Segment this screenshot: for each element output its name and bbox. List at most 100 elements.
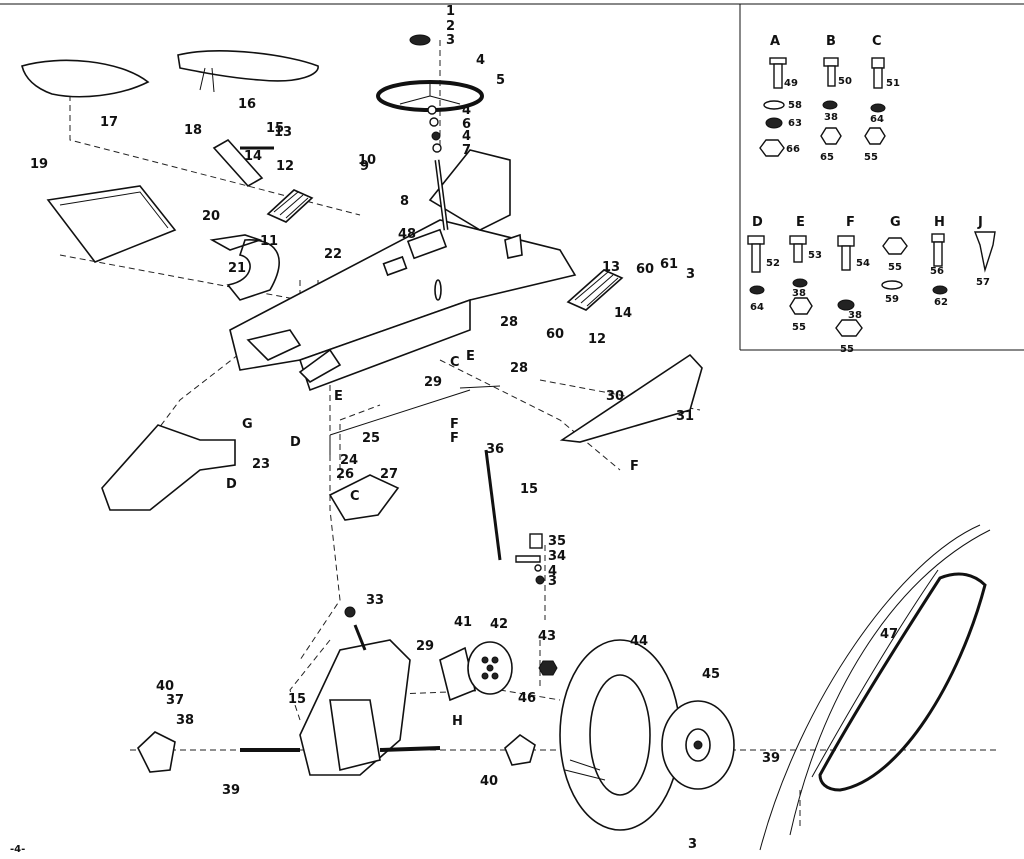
- callout-label: 3: [548, 574, 557, 589]
- hardware-label: C: [872, 34, 882, 49]
- hardware-label: 63: [788, 118, 802, 129]
- hardware-label: 54: [856, 258, 870, 269]
- hardware-label: E: [796, 215, 805, 230]
- wheel-rim-part: [661, 700, 735, 790]
- main-frame-part: [229, 149, 577, 392]
- hardware-label: 64: [870, 114, 884, 125]
- hardware-label: 64: [750, 302, 764, 313]
- callout-label: 40: [480, 774, 498, 789]
- callout-label: 3: [686, 267, 695, 282]
- callout-label: H: [452, 714, 463, 729]
- rod-35-part: [484, 449, 502, 561]
- callout-label: 23: [252, 457, 270, 472]
- hardware-label: J: [977, 215, 983, 230]
- callout-label: 12: [588, 332, 606, 347]
- hardware-label: 55: [888, 262, 902, 273]
- nut-44-part: [538, 660, 558, 676]
- callout-label: C: [350, 489, 360, 504]
- callout-label: 38: [176, 713, 194, 728]
- hardware-label: 66: [786, 144, 800, 155]
- hardware-label: 62: [934, 297, 948, 308]
- callout-label: D: [290, 435, 301, 450]
- callout-label: 10: [358, 153, 376, 168]
- callout-label: E: [466, 349, 475, 364]
- callout-label: 14: [614, 306, 632, 321]
- hub-right-part: [504, 733, 536, 766]
- callout-label: 28: [510, 361, 528, 376]
- callout-label: 2: [446, 19, 455, 34]
- hardware-label: B: [826, 34, 836, 49]
- callout-label: 5: [496, 73, 505, 88]
- callout-label: 18: [184, 123, 202, 138]
- callout-labels: 1234546478489101112131415161718192021282…: [30, 4, 898, 852]
- callout-label: 47: [880, 627, 898, 642]
- callout-label: 17: [100, 115, 118, 130]
- pedal-right-part: [566, 269, 624, 311]
- callout-label: 13: [274, 125, 292, 140]
- hardware-label: A: [770, 34, 780, 49]
- callout-label: 31: [676, 409, 694, 424]
- hardware-label: 50: [838, 76, 852, 87]
- cap-part: [409, 34, 431, 46]
- hardware-label: 49: [784, 78, 798, 89]
- callout-label: 11: [260, 234, 278, 249]
- linkage-rod-part: [329, 385, 501, 436]
- cover-31-part: [559, 353, 703, 443]
- assembly-guide-lines: [59, 40, 1000, 830]
- callout-label: 46: [518, 691, 536, 706]
- pulley-part: [467, 641, 513, 695]
- callout-label: 21: [228, 261, 246, 276]
- callout-label: 4: [462, 103, 471, 118]
- callout-label: 34: [548, 549, 566, 564]
- hardware-label: 53: [808, 250, 822, 261]
- callout-label: 61: [660, 257, 678, 272]
- callout-label: 41: [454, 615, 472, 630]
- hardware-label: F: [846, 215, 855, 230]
- seat-spring-part: [177, 50, 319, 82]
- callout-label: 12: [276, 159, 294, 174]
- hardware-label: 52: [766, 258, 780, 269]
- callout-label: 28: [500, 315, 518, 330]
- callout-label: 15: [266, 121, 284, 136]
- hardware-label: 38: [848, 310, 862, 321]
- hardware-label: 38: [824, 112, 838, 123]
- rear-body-part: [101, 424, 236, 511]
- callout-label: 48: [398, 227, 416, 242]
- callout-label: 4: [548, 564, 557, 579]
- callout-label: G: [242, 417, 253, 432]
- callout-label: 40: [156, 679, 174, 694]
- callout-label: 33: [366, 593, 384, 608]
- callout-label: 60: [636, 262, 654, 277]
- hardware-label: 58: [788, 100, 802, 111]
- callout-label: 36: [486, 442, 504, 457]
- hardware-label: 38: [792, 288, 806, 299]
- callout-label: 15: [520, 482, 538, 497]
- bracket-26-part: [328, 474, 400, 521]
- callout-label: 45: [702, 667, 720, 682]
- callout-label: 22: [324, 247, 342, 262]
- hardware-label: 59: [885, 294, 899, 305]
- hardware-label: 55: [840, 344, 854, 355]
- callout-label: 60: [546, 327, 564, 342]
- seat-pan-part: [46, 185, 177, 263]
- hardware-label: 57: [976, 277, 990, 288]
- callout-label: 25: [362, 431, 380, 446]
- hardware-label: 55: [864, 152, 878, 163]
- callout-label: 35: [548, 534, 566, 549]
- callout-label: 39: [222, 783, 240, 798]
- callout-label: 7: [462, 143, 471, 158]
- hardware-label: 51: [886, 78, 900, 89]
- callout-label: 8: [400, 194, 409, 209]
- hub-left-part: [137, 731, 176, 773]
- callout-label: 20: [202, 209, 220, 224]
- callout-label: 19: [30, 157, 48, 172]
- callout-label: 15: [288, 692, 306, 707]
- callout-label: 43: [538, 629, 556, 644]
- transaxle-part: [240, 606, 441, 776]
- pedal-left-part: [266, 189, 314, 223]
- callout-label: F: [630, 459, 639, 474]
- hardware-label: 56: [930, 266, 944, 277]
- callout-label: 29: [416, 639, 434, 654]
